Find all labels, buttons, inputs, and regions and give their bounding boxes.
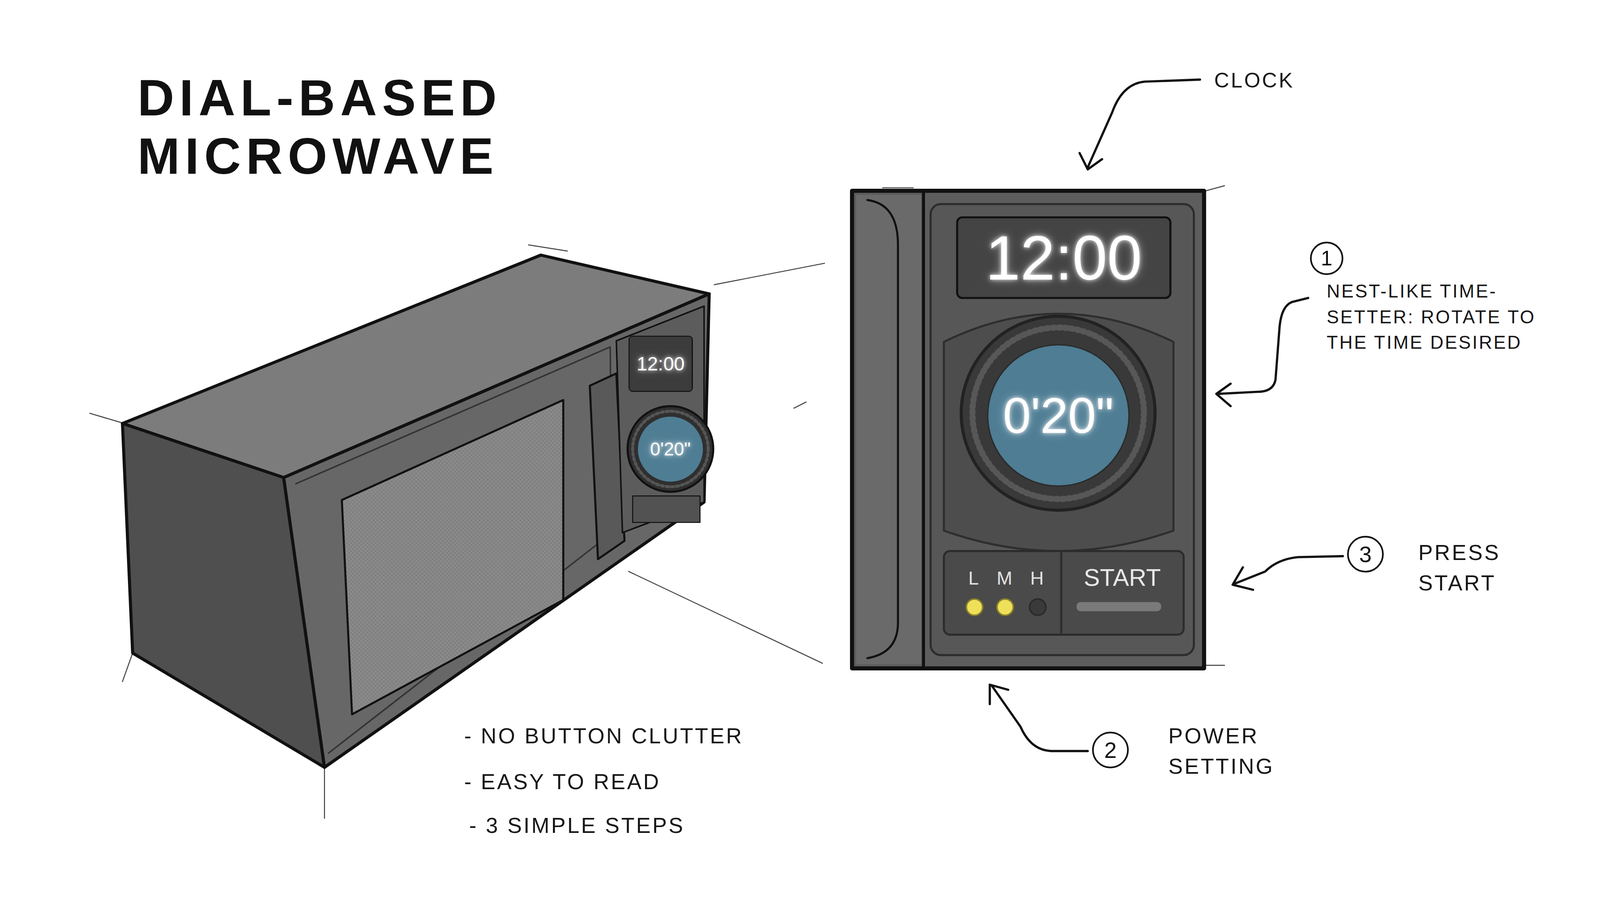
time-dial-text: 0'20" (650, 440, 691, 459)
start-button: START (1071, 561, 1174, 594)
clock-display: 12:00 (959, 219, 1169, 297)
callout-note: POWER SETTING (1168, 720, 1310, 782)
power-setting: LMH (959, 564, 1057, 592)
clock-display-text: 12:00 (636, 354, 685, 374)
callout-number: 1 (1310, 241, 1344, 275)
time-dial-text: 0'20" (1002, 390, 1114, 441)
feature-note: - NO BUTTON CLUTTER (464, 720, 840, 752)
clock-display-text: 12:00 (985, 226, 1142, 290)
clock-display: 12:00 (629, 336, 692, 391)
time-dial: 0'20" (637, 416, 703, 482)
time-dial: 0'20" (987, 344, 1130, 487)
diagram-title: DIAL-BASED MICROWAVE (137, 68, 659, 186)
callout-number: 2 (1092, 731, 1129, 769)
part-label: CLOCK (1214, 65, 1348, 95)
start-button-text: START (1083, 565, 1161, 590)
feature-note: - EASY TO READ (464, 766, 840, 798)
power-setting-text: M (996, 568, 1013, 588)
callout-note: NEST-LIKE TIME-SETTER: ROTATE TO THE TIM… (1326, 278, 1552, 356)
callout-number-text: 2 (1104, 738, 1117, 762)
callout-number: 3 (1347, 535, 1384, 573)
power-setting-text: L (968, 568, 979, 588)
callout-note: PRESS START (1418, 537, 1531, 599)
power-setting-text: H (1030, 568, 1045, 588)
callout-number-text: 1 (1320, 247, 1333, 269)
callout-number-text: 3 (1359, 542, 1372, 566)
feature-note: - 3 SIMPLE STEPS (469, 810, 845, 841)
